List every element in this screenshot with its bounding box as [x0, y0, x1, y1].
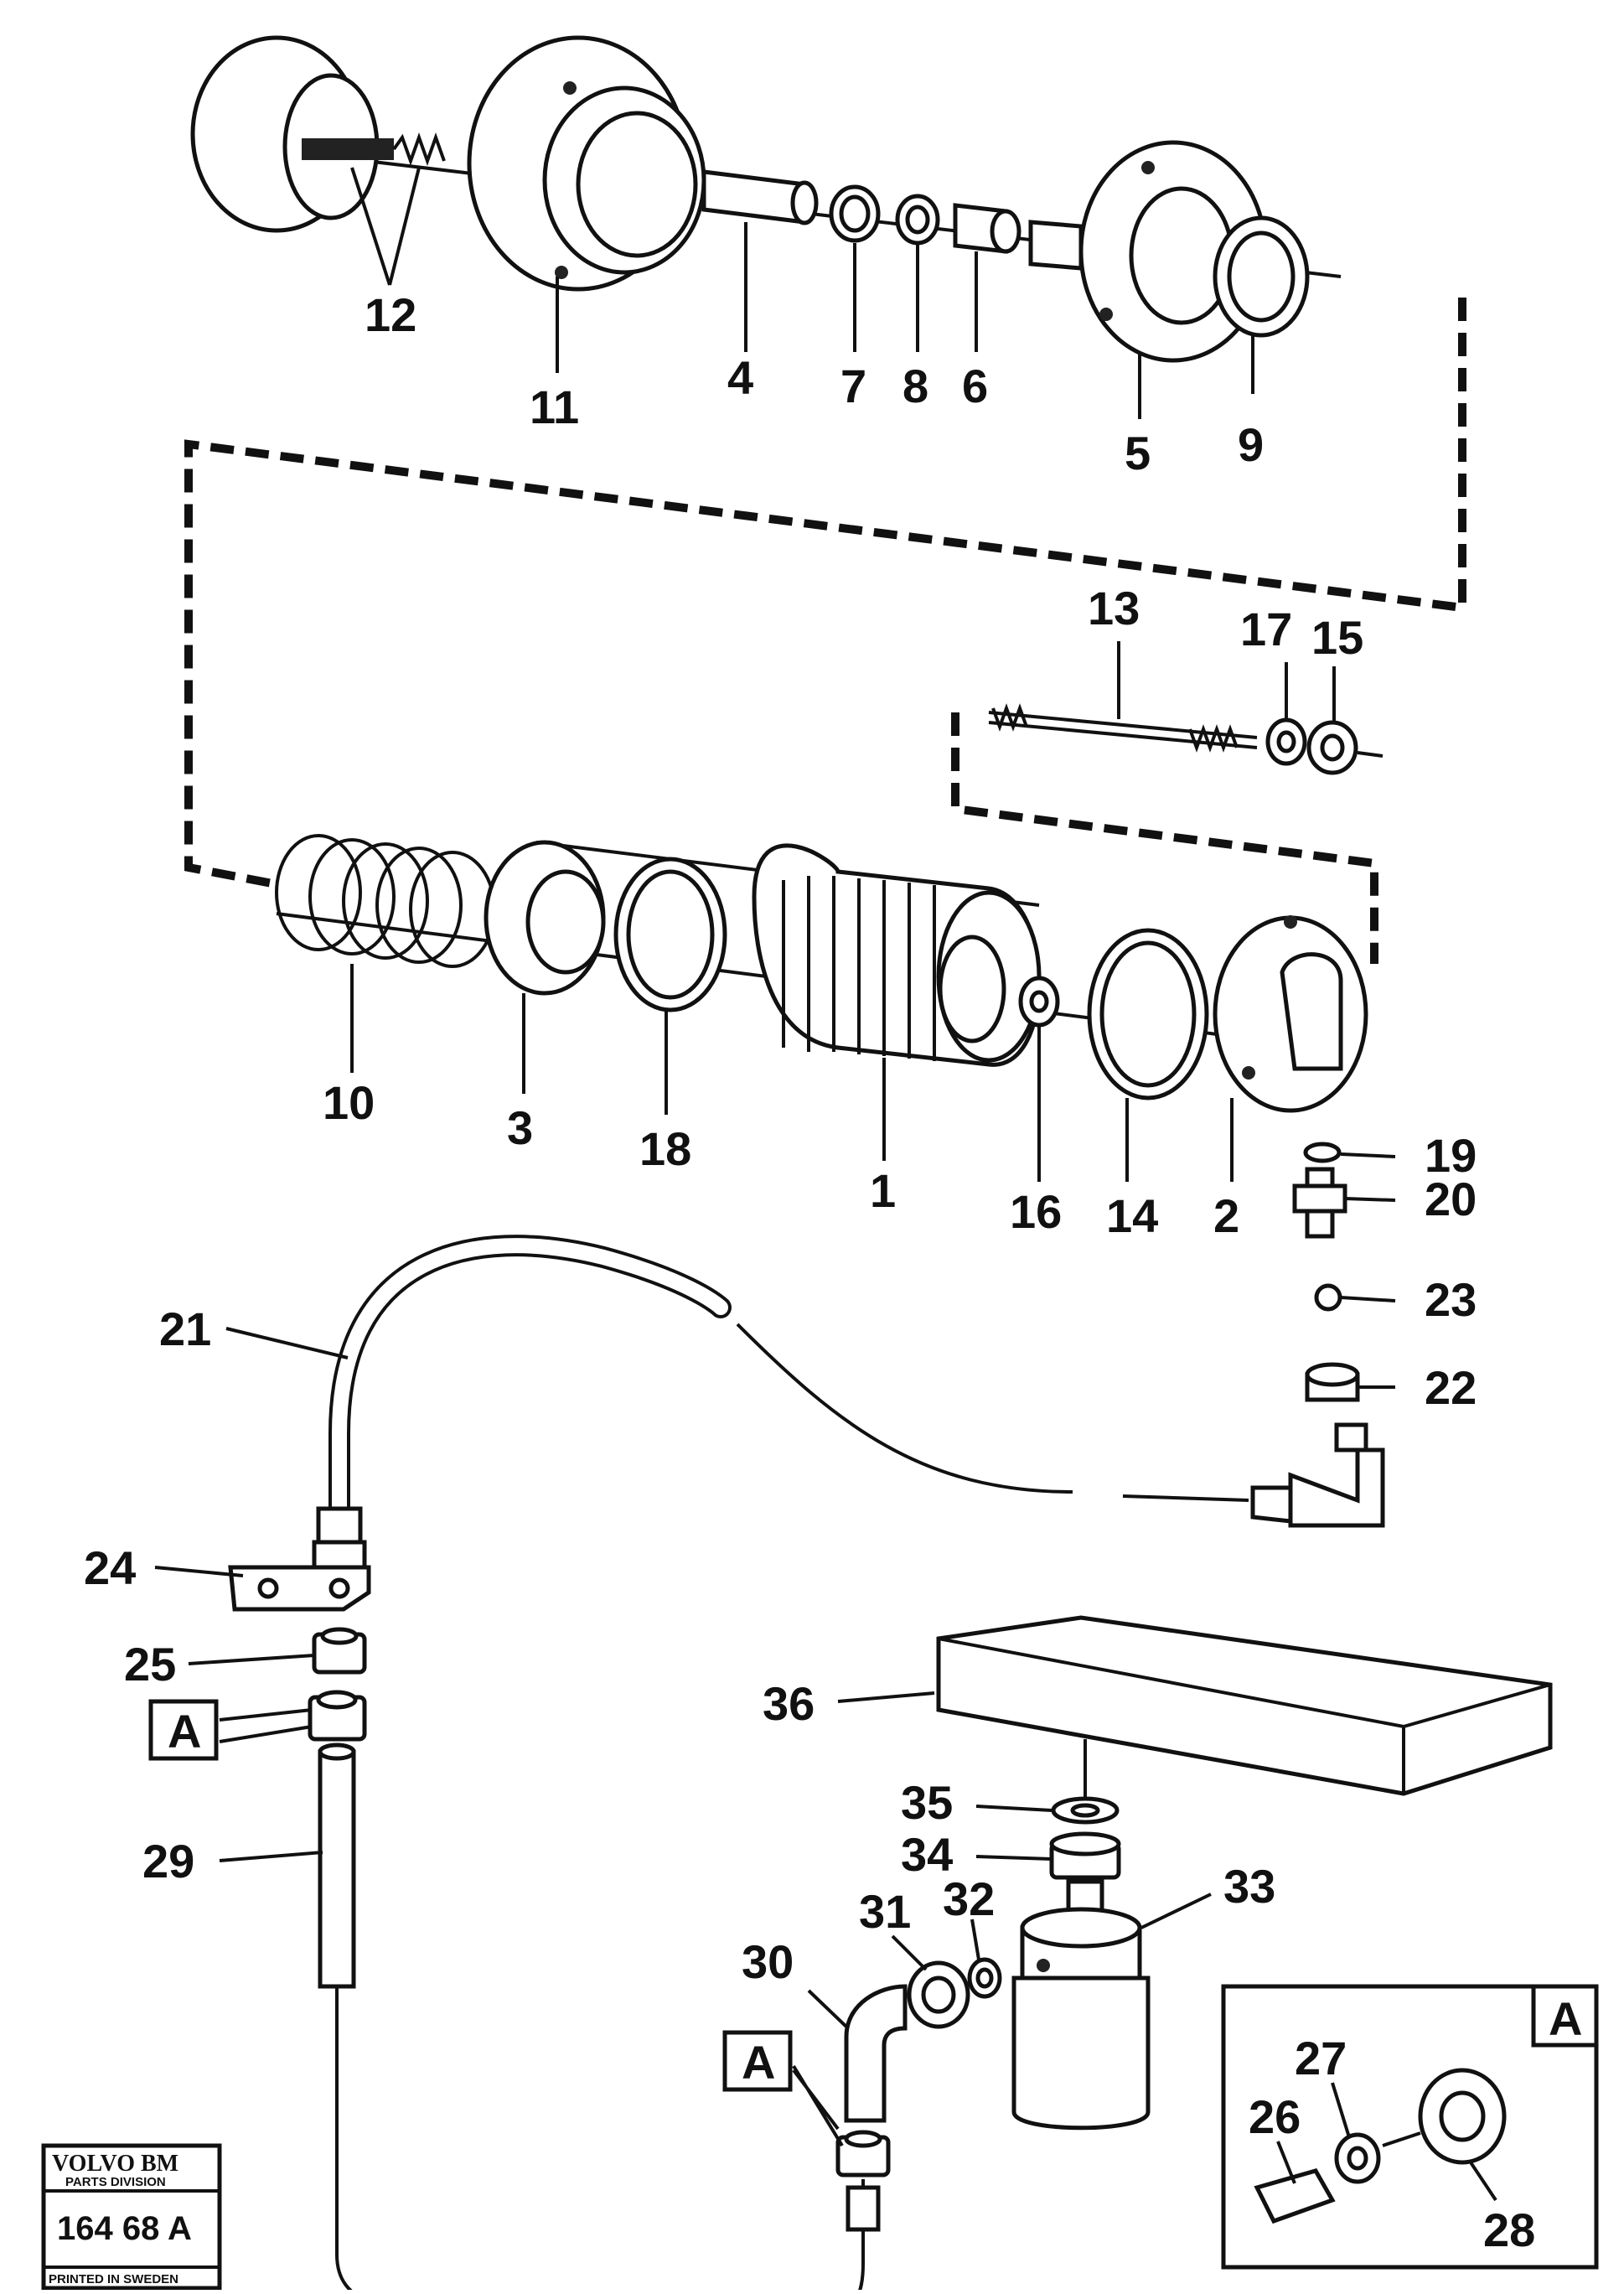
part-24-bracket [228, 1565, 371, 1612]
part-21-hose [312, 1235, 1385, 1599]
part-14-o-ring [1087, 928, 1209, 1100]
callout-27: 27 [1295, 2032, 1347, 2084]
callout-26: 26 [1249, 2090, 1301, 2143]
callout-7: 7 [840, 360, 866, 412]
part-12-flange-with-stud [190, 35, 446, 233]
detail-tag-a-bottom: A [722, 2030, 793, 2092]
callout-16: 16 [1010, 1185, 1062, 1238]
callout-11: 11 [530, 381, 579, 433]
part-15-nut [1306, 720, 1384, 775]
callout-24: 24 [84, 1541, 136, 1594]
middle-axis-line [276, 912, 1224, 1037]
callout-5: 5 [1125, 427, 1151, 479]
callout-1: 1 [870, 1164, 896, 1217]
part-31-nut [907, 1960, 970, 2029]
part-11-housing-flange [467, 35, 706, 292]
logo-brand: VOLVO BM [52, 2151, 178, 2177]
part-19-washer [1303, 1142, 1342, 1163]
callout-31: 31 [859, 1885, 911, 1938]
svg-text:A: A [168, 1705, 201, 1758]
part-18-seal-ring [613, 857, 727, 1012]
callout-10: 10 [323, 1076, 375, 1129]
callout-4: 4 [727, 351, 753, 404]
part-8-ring [895, 194, 940, 246]
part-35-washer [1051, 1796, 1120, 1825]
part-36-panel [936, 1615, 1553, 1802]
part-23-o-ring [1314, 1283, 1342, 1312]
part-a-fitting-lower [835, 2130, 891, 2232]
part-16-nut [1018, 976, 1060, 1028]
part-34-nut [1049, 1831, 1121, 1880]
part-25-nut [312, 1627, 367, 1675]
callout-13: 13 [1088, 582, 1140, 634]
callout-14: 14 [1106, 1189, 1158, 1242]
part-20-nipple [1292, 1167, 1347, 1239]
svg-text:A: A [742, 2036, 775, 2089]
callout-29: 29 [142, 1835, 194, 1888]
callout-3: 3 [507, 1101, 533, 1154]
part-17-washer [1265, 717, 1307, 766]
part-7-ring [829, 184, 881, 243]
callout-15: 15 [1311, 611, 1363, 664]
leader-lines [154, 167, 1497, 2202]
detail-inset-a [1221, 1984, 1599, 2270]
detail-tag-a-left: A [148, 1699, 219, 1761]
part-3-spring-seat [484, 840, 606, 996]
part-10-spring [275, 834, 496, 968]
callout-32: 32 [943, 1872, 995, 1925]
callout-18: 18 [639, 1122, 691, 1175]
callout-35: 35 [901, 1776, 953, 1829]
callout-30: 30 [742, 1935, 794, 1988]
part-a-fitting [308, 1690, 367, 1742]
logo-division: PARTS DIVISION [65, 2175, 166, 2189]
part-29-tube [318, 1743, 865, 2294]
callout-21: 21 [159, 1302, 211, 1355]
part-2-cover-plate [1213, 915, 1368, 1113]
part-4-pin [701, 169, 819, 225]
part-30-elbow [844, 1984, 908, 2123]
logo-number: 164 68 A [57, 2210, 192, 2247]
callout-34: 34 [901, 1828, 953, 1881]
logo-printed: PRINTED IN SWEDEN [49, 2272, 178, 2286]
callout-23: 23 [1425, 1273, 1477, 1326]
callout-17: 17 [1240, 603, 1292, 655]
part-13-threaded-rod [988, 703, 1258, 753]
part-33-filter-housing [1011, 1879, 1151, 2131]
volvo-bm-parts-logo: VOLVO BM PARTS DIVISION 164 68 A PRINTED… [41, 2143, 222, 2291]
callout-33: 33 [1223, 1860, 1275, 1913]
callout-25: 25 [124, 1638, 176, 1691]
callout-labels: 12 11 4 7 8 6 5 9 13 17 15 10 3 18 1 16 … [84, 288, 1535, 2256]
part-22-nut [1305, 1362, 1360, 1402]
callout-36: 36 [763, 1677, 815, 1730]
part-1-bellows [752, 843, 1042, 1067]
callout-6: 6 [962, 360, 988, 412]
callout-19: 19 [1425, 1129, 1477, 1182]
svg-text:A: A [1549, 1992, 1582, 2045]
part-9-seal-ring [1213, 215, 1310, 338]
callout-22: 22 [1425, 1361, 1477, 1414]
callout-9: 9 [1238, 418, 1264, 471]
callout-8: 8 [903, 360, 928, 412]
callout-20: 20 [1425, 1173, 1477, 1225]
detail-tag-a-inset: A [1549, 1992, 1582, 2045]
callout-28: 28 [1483, 2203, 1535, 2256]
part-32-washer [967, 1957, 1002, 1999]
callout-12: 12 [365, 288, 416, 341]
part-6-bushing [953, 203, 1021, 254]
callout-2: 2 [1213, 1189, 1239, 1242]
assembly-dashed-path [184, 298, 1466, 964]
